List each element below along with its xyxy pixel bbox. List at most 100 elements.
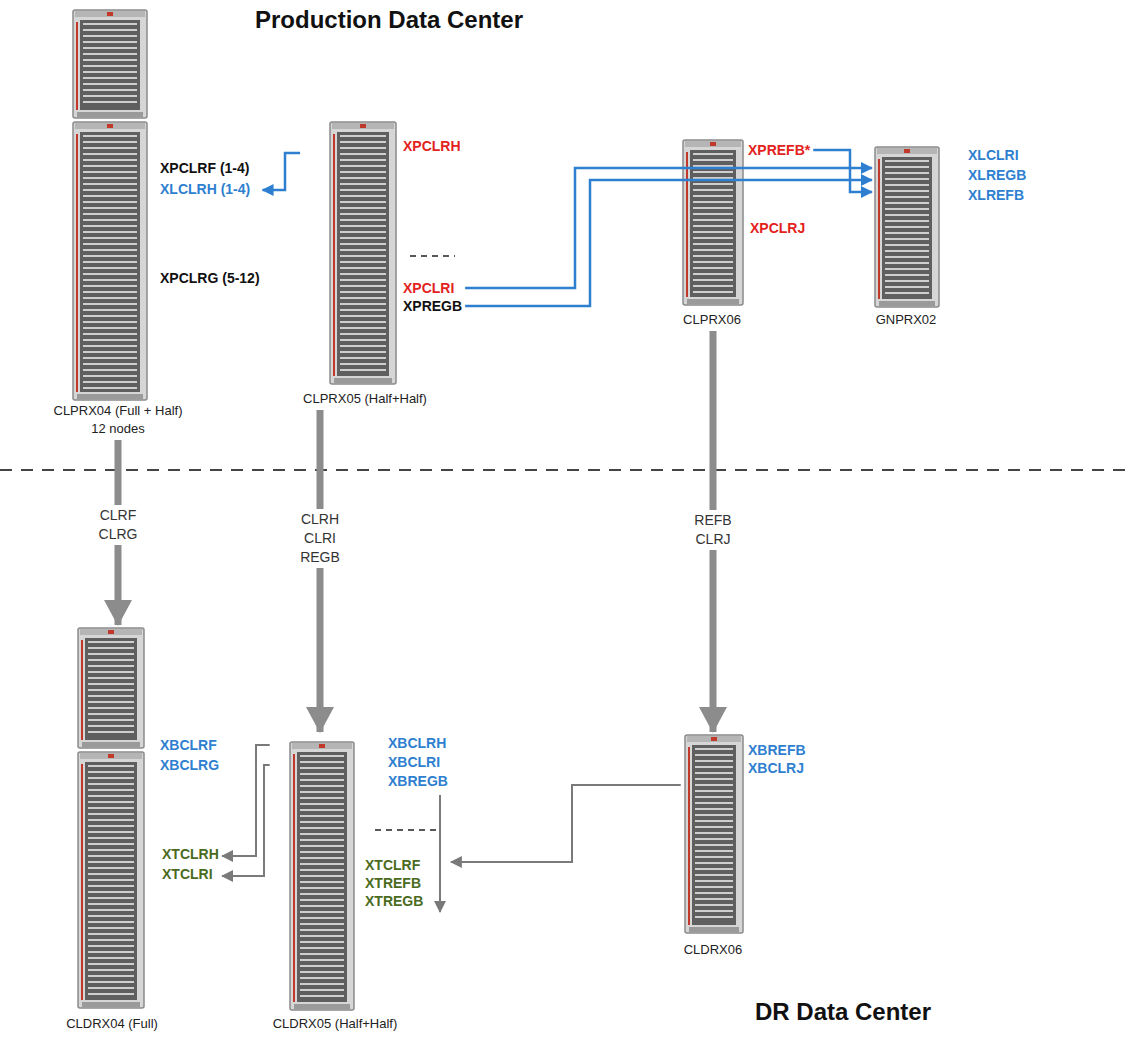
server-row <box>88 921 134 923</box>
server-row <box>300 851 344 853</box>
server-row <box>300 953 344 955</box>
server-row <box>83 159 137 161</box>
server-row <box>300 911 344 913</box>
server-row <box>83 23 137 25</box>
server-row <box>83 339 137 341</box>
server-row <box>88 933 134 935</box>
server-row <box>340 249 386 251</box>
server-row <box>695 790 733 792</box>
server-row <box>695 850 733 852</box>
server-row <box>83 77 137 79</box>
server-row <box>885 166 929 168</box>
server-row <box>340 303 386 305</box>
server-row <box>695 826 733 828</box>
server-row <box>88 981 134 983</box>
database-label: XBREFB <box>748 742 806 758</box>
rack-frame <box>685 735 743 933</box>
server-row <box>83 183 137 185</box>
rack-caption: CLPRX05 (Half+Half) <box>303 391 427 407</box>
server-row <box>300 809 344 811</box>
server-row <box>885 196 929 198</box>
rack-caption: 12 nodes <box>91 421 145 437</box>
server-row <box>88 867 134 869</box>
server-row <box>83 165 137 167</box>
server-row <box>885 268 929 270</box>
rack-trim <box>76 22 78 110</box>
rack-caption: GNPRX02 <box>876 312 937 328</box>
server-row <box>88 843 134 845</box>
server-row <box>695 748 733 750</box>
rack-node: XPCLRF (1-4)XLCLRH (1-4)XPCLRG (5-12)CLP… <box>51 7 263 440</box>
server-row <box>300 983 344 985</box>
rack-bay <box>85 638 137 740</box>
server-row <box>88 653 134 655</box>
rack-frame <box>330 122 396 384</box>
rack-cap <box>292 743 352 749</box>
server-row <box>83 135 137 137</box>
server-row <box>300 863 344 865</box>
rack-bay <box>297 752 347 1002</box>
server-row <box>885 244 929 246</box>
server-row <box>695 814 733 816</box>
server-row <box>693 183 733 185</box>
server-row <box>83 231 137 233</box>
rack-cabinet <box>683 140 743 305</box>
server-row <box>83 65 137 67</box>
server-row <box>695 904 733 906</box>
rack-cabinet <box>73 122 147 400</box>
server-row <box>83 279 137 281</box>
rack-frame <box>78 752 144 1008</box>
rack-cap <box>877 148 937 154</box>
server-row <box>83 29 137 31</box>
copy-arrow <box>263 153 300 190</box>
server-row <box>693 267 733 269</box>
server-row <box>83 213 137 215</box>
server-row <box>88 915 134 917</box>
rack-caption: CLDRX04 (Full) <box>66 1016 158 1032</box>
server-row <box>340 195 386 197</box>
rack-base <box>334 378 392 383</box>
rack-badge <box>108 754 114 758</box>
server-row <box>885 214 929 216</box>
server-row <box>83 243 137 245</box>
server-row <box>83 333 137 335</box>
rack-node: XLCLRIXLREGBXLREFBGNPRX02 <box>872 144 1029 331</box>
rack-bay <box>882 157 932 299</box>
server-row <box>83 89 137 91</box>
server-row <box>885 172 929 174</box>
server-row <box>83 345 137 347</box>
server-row <box>885 256 929 258</box>
database-label: XLREFB <box>968 187 1024 203</box>
site-divider <box>0 469 1130 471</box>
database-label: XPCLRF (1-4) <box>160 160 249 176</box>
rack-cabinet <box>73 10 147 118</box>
server-row <box>88 903 134 905</box>
server-row <box>695 838 733 840</box>
rack-cap <box>685 141 741 147</box>
server-row <box>88 683 134 685</box>
server-row <box>83 297 137 299</box>
ellipsis-dashes <box>375 829 440 831</box>
rack-caption: CLPRX06 <box>683 312 741 328</box>
server-row <box>300 941 344 943</box>
server-row <box>340 255 386 257</box>
site-heading: DR Data Center <box>755 998 931 1026</box>
replication-arrow <box>317 410 324 732</box>
server-row <box>340 231 386 233</box>
server-row <box>300 881 344 883</box>
database-label: XPCLRJ <box>750 220 805 236</box>
rack-cap <box>80 629 142 635</box>
server-row <box>340 351 386 353</box>
server-row <box>300 965 344 967</box>
server-row <box>300 875 344 877</box>
server-row <box>300 767 344 769</box>
server-row <box>693 153 733 155</box>
server-row <box>83 41 137 43</box>
rack-node: XBCLRHXBCLRIXBREGBXTCLRFXTREFBXTREGBCLDR… <box>270 732 451 1035</box>
server-row <box>695 754 733 756</box>
rack-badge <box>107 124 113 128</box>
server-row <box>885 160 929 162</box>
database-label: XLCLRI <box>968 147 1019 163</box>
server-row <box>693 255 733 257</box>
